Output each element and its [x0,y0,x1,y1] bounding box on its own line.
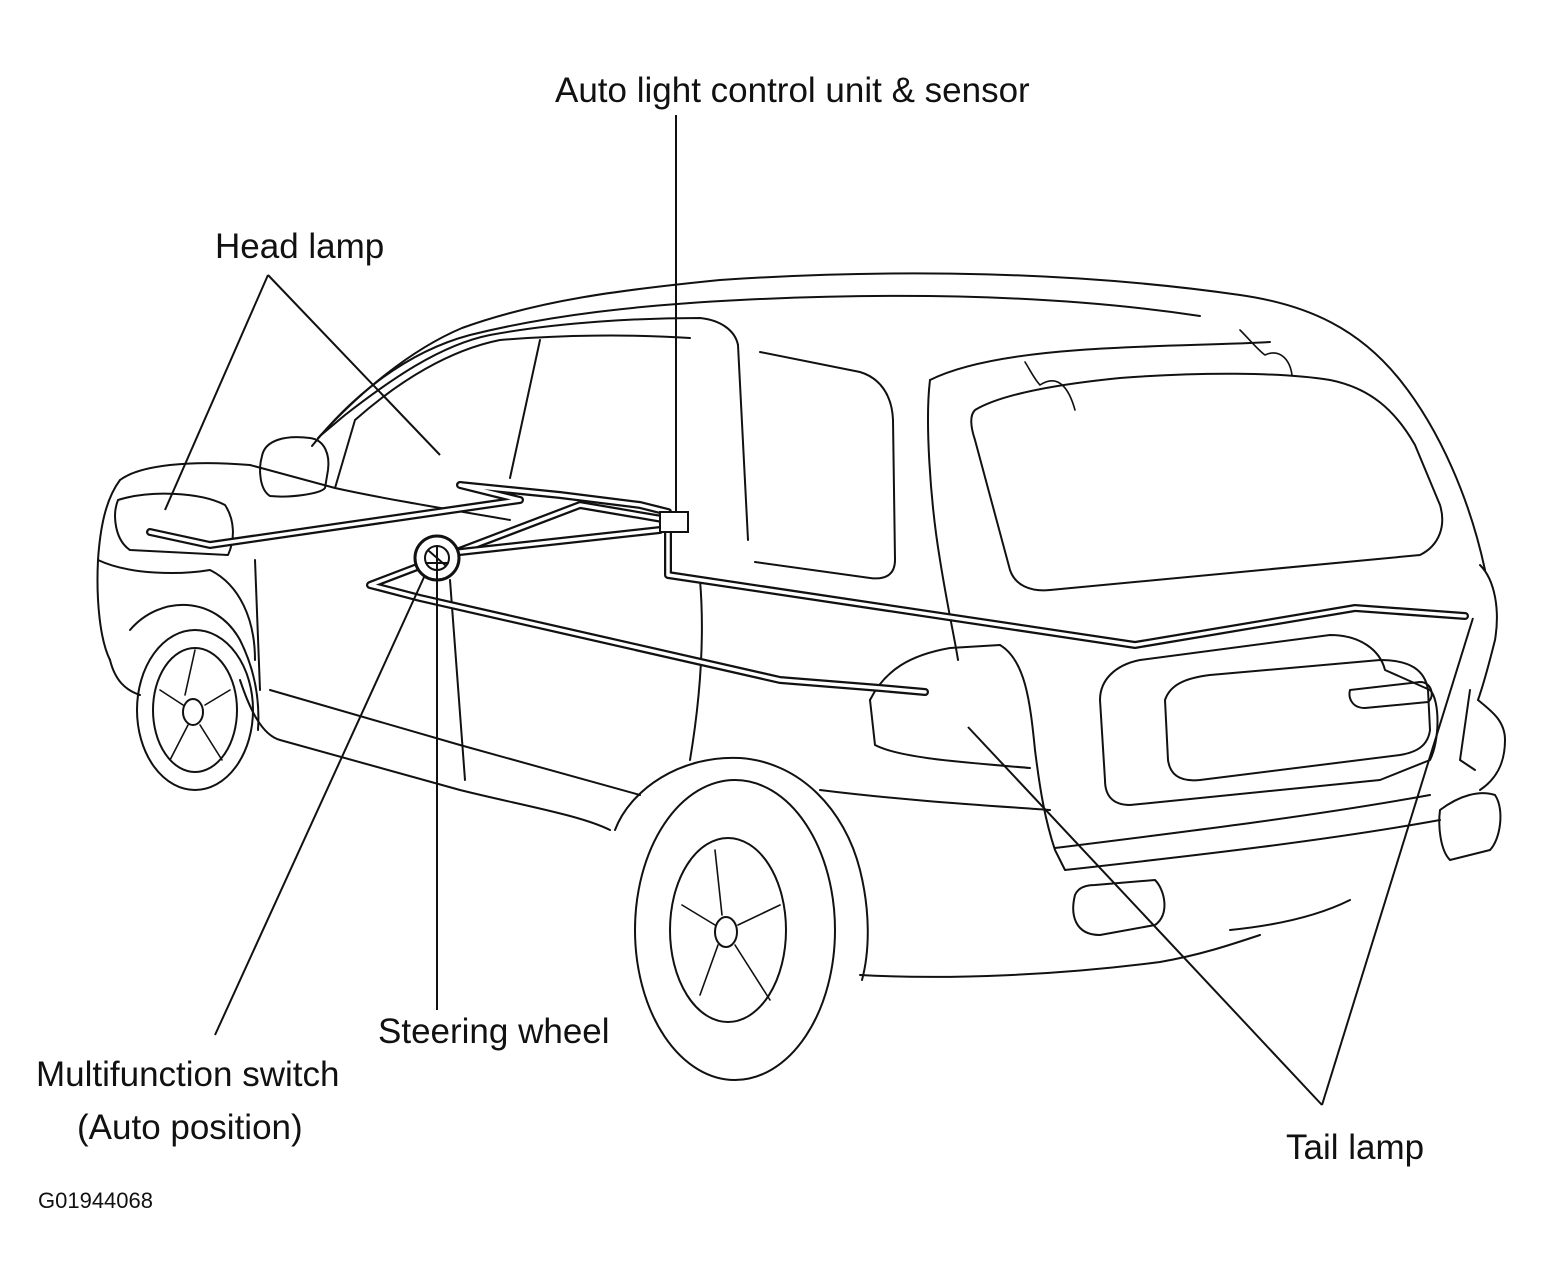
label-auto-light-control-unit: Auto light control unit & sensor [555,71,1030,110]
wiring-harness [146,481,1469,696]
leader-multifunction-switch [214,574,426,1036]
leader-head-lamp-right [267,274,441,456]
label-multifunction-switch: Multifunction switch [36,1055,340,1094]
label-tail-lamp: Tail lamp [1286,1128,1425,1167]
leader-lines [164,115,1474,1106]
leader-tail-lamp-right [1321,617,1474,1106]
vehicle-body [96,272,1506,1081]
leader-head-lamp-left [164,274,269,511]
figure-code: G01944068 [38,1188,153,1213]
label-steering-wheel: Steering wheel [378,1012,610,1051]
leader-tail-lamp-left [967,726,1323,1106]
label-auto-position: (Auto position) [77,1108,303,1147]
auto-light-control-unit [659,511,689,533]
label-head-lamp: Head lamp [215,227,385,266]
